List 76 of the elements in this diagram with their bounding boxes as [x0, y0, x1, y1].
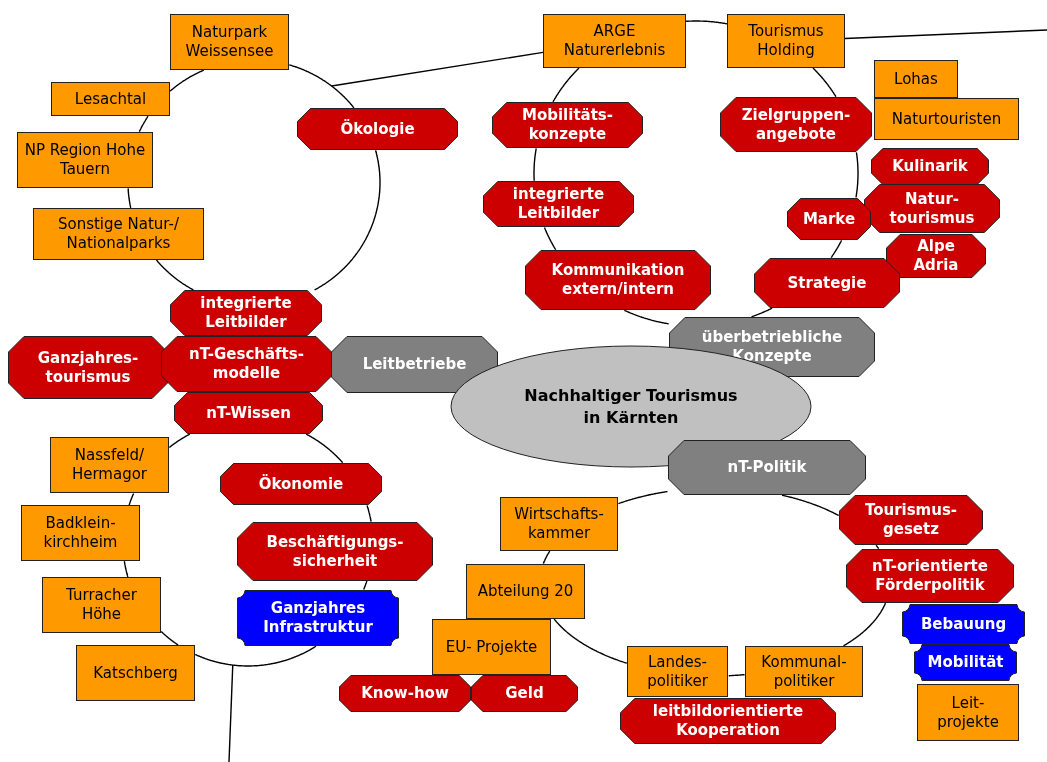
connector-line	[128, 492, 135, 506]
connector-line	[728, 673, 746, 677]
connector-line	[543, 226, 557, 251]
connector-line	[875, 544, 880, 550]
label-box: Naturtouristen	[874, 98, 1019, 140]
octagon-tag: Kulinarik	[871, 148, 989, 185]
octagon-tag: Alpe Adria	[886, 234, 986, 278]
plaque-tag: Bebauung	[902, 604, 1025, 644]
octagon-tag: Kommunikation extern/intern	[525, 250, 711, 310]
octagon-tag: Geld	[471, 675, 578, 712]
label-box: Naturpark Weissensee	[170, 14, 289, 70]
connector-line	[542, 550, 551, 565]
connector-line	[623, 309, 670, 325]
connector-line	[750, 307, 773, 318]
label-box: Wirtschafts- kammer	[500, 497, 618, 551]
connector-line	[552, 67, 580, 103]
label-box: Leit- projekte	[917, 684, 1019, 741]
label-box: Abteilung 20	[466, 564, 585, 619]
connector-line	[855, 151, 859, 199]
connector-line	[313, 149, 381, 291]
octagon-hub: nT-Politik	[668, 440, 866, 495]
octagon-hub: Leitbetriebe	[331, 336, 498, 393]
label-box: Kommunal- politiker	[745, 646, 863, 697]
connector-line	[812, 67, 837, 98]
connector-line	[330, 51, 544, 87]
octagon-tag: Marke	[787, 198, 871, 240]
octagon-tag: Mobilitäts- konzepte	[492, 102, 643, 148]
connector-line	[160, 630, 179, 646]
octagon-tag: Ökologie	[297, 108, 458, 150]
octagon-tag: Tourismus- gesetz	[839, 495, 983, 545]
label-box: Lohas	[874, 60, 958, 98]
connector-line	[363, 580, 368, 591]
connector-line	[169, 69, 205, 92]
label-box: Katschberg	[76, 645, 195, 701]
octagon-tag: nT-orientierte Förderpolitik	[846, 549, 1014, 603]
octagon-tag: integrierte Leitbilder	[170, 290, 322, 336]
plaque-tag: Mobilität	[914, 644, 1017, 681]
connector-line	[685, 20, 728, 25]
octagon-tag: Natur- tourismus	[864, 184, 1000, 233]
connector-line	[138, 115, 149, 133]
label-box: Sonstige Natur-/ Nationalparks	[33, 208, 204, 260]
plaque-tag: Ganzjahres Infrastruktur	[237, 590, 399, 646]
octagon-tag: Strategie	[754, 258, 900, 308]
octagon-tag: leitbildorientierte Kooperation	[620, 698, 836, 744]
label-box: EU- Projekte	[432, 619, 551, 675]
connector-line	[781, 494, 840, 517]
octagon-tag: Ganzjahres- tourismus	[8, 336, 168, 399]
octagon-tag: Zielgruppen- angebote	[720, 97, 872, 152]
label-box: Turracher Höhe	[42, 577, 161, 633]
octagon-tag: nT-Geschäfts- modelle	[161, 336, 332, 392]
connector-line	[305, 433, 344, 464]
connector-line	[366, 504, 372, 523]
connector-line	[288, 64, 355, 109]
label-box: Lesachtal	[51, 82, 170, 116]
label-box: ARGE Naturerlebnis	[543, 14, 686, 68]
connector-line	[123, 560, 129, 578]
label-box: NP Region Hohe Tauern	[17, 132, 153, 188]
octagon-tag: Beschäftigungs- sicherheit	[237, 522, 433, 581]
connector-line	[842, 602, 887, 647]
connector-line	[194, 645, 317, 667]
label-box: Nassfeld/ Hermagor	[50, 437, 169, 493]
connector-line	[553, 618, 628, 664]
octagon-tag: Know-how	[339, 675, 471, 712]
connector-line	[533, 147, 537, 182]
octagon-tag: Ökonomie	[220, 463, 382, 505]
label-box: Landes- politiker	[627, 646, 728, 697]
connector-line	[127, 187, 132, 209]
label-box: Tourismus Holding	[727, 14, 845, 68]
connector-line	[168, 433, 191, 449]
connector-line	[844, 29, 1047, 40]
octagon-tag: integrierte Leitbilder	[483, 181, 634, 227]
connector-line	[155, 259, 195, 291]
connector-line	[830, 239, 843, 259]
connector-line	[617, 490, 669, 505]
octagon-tag: nT-Wissen	[174, 392, 323, 434]
label-box: Badklein- kirchheim	[21, 505, 140, 561]
